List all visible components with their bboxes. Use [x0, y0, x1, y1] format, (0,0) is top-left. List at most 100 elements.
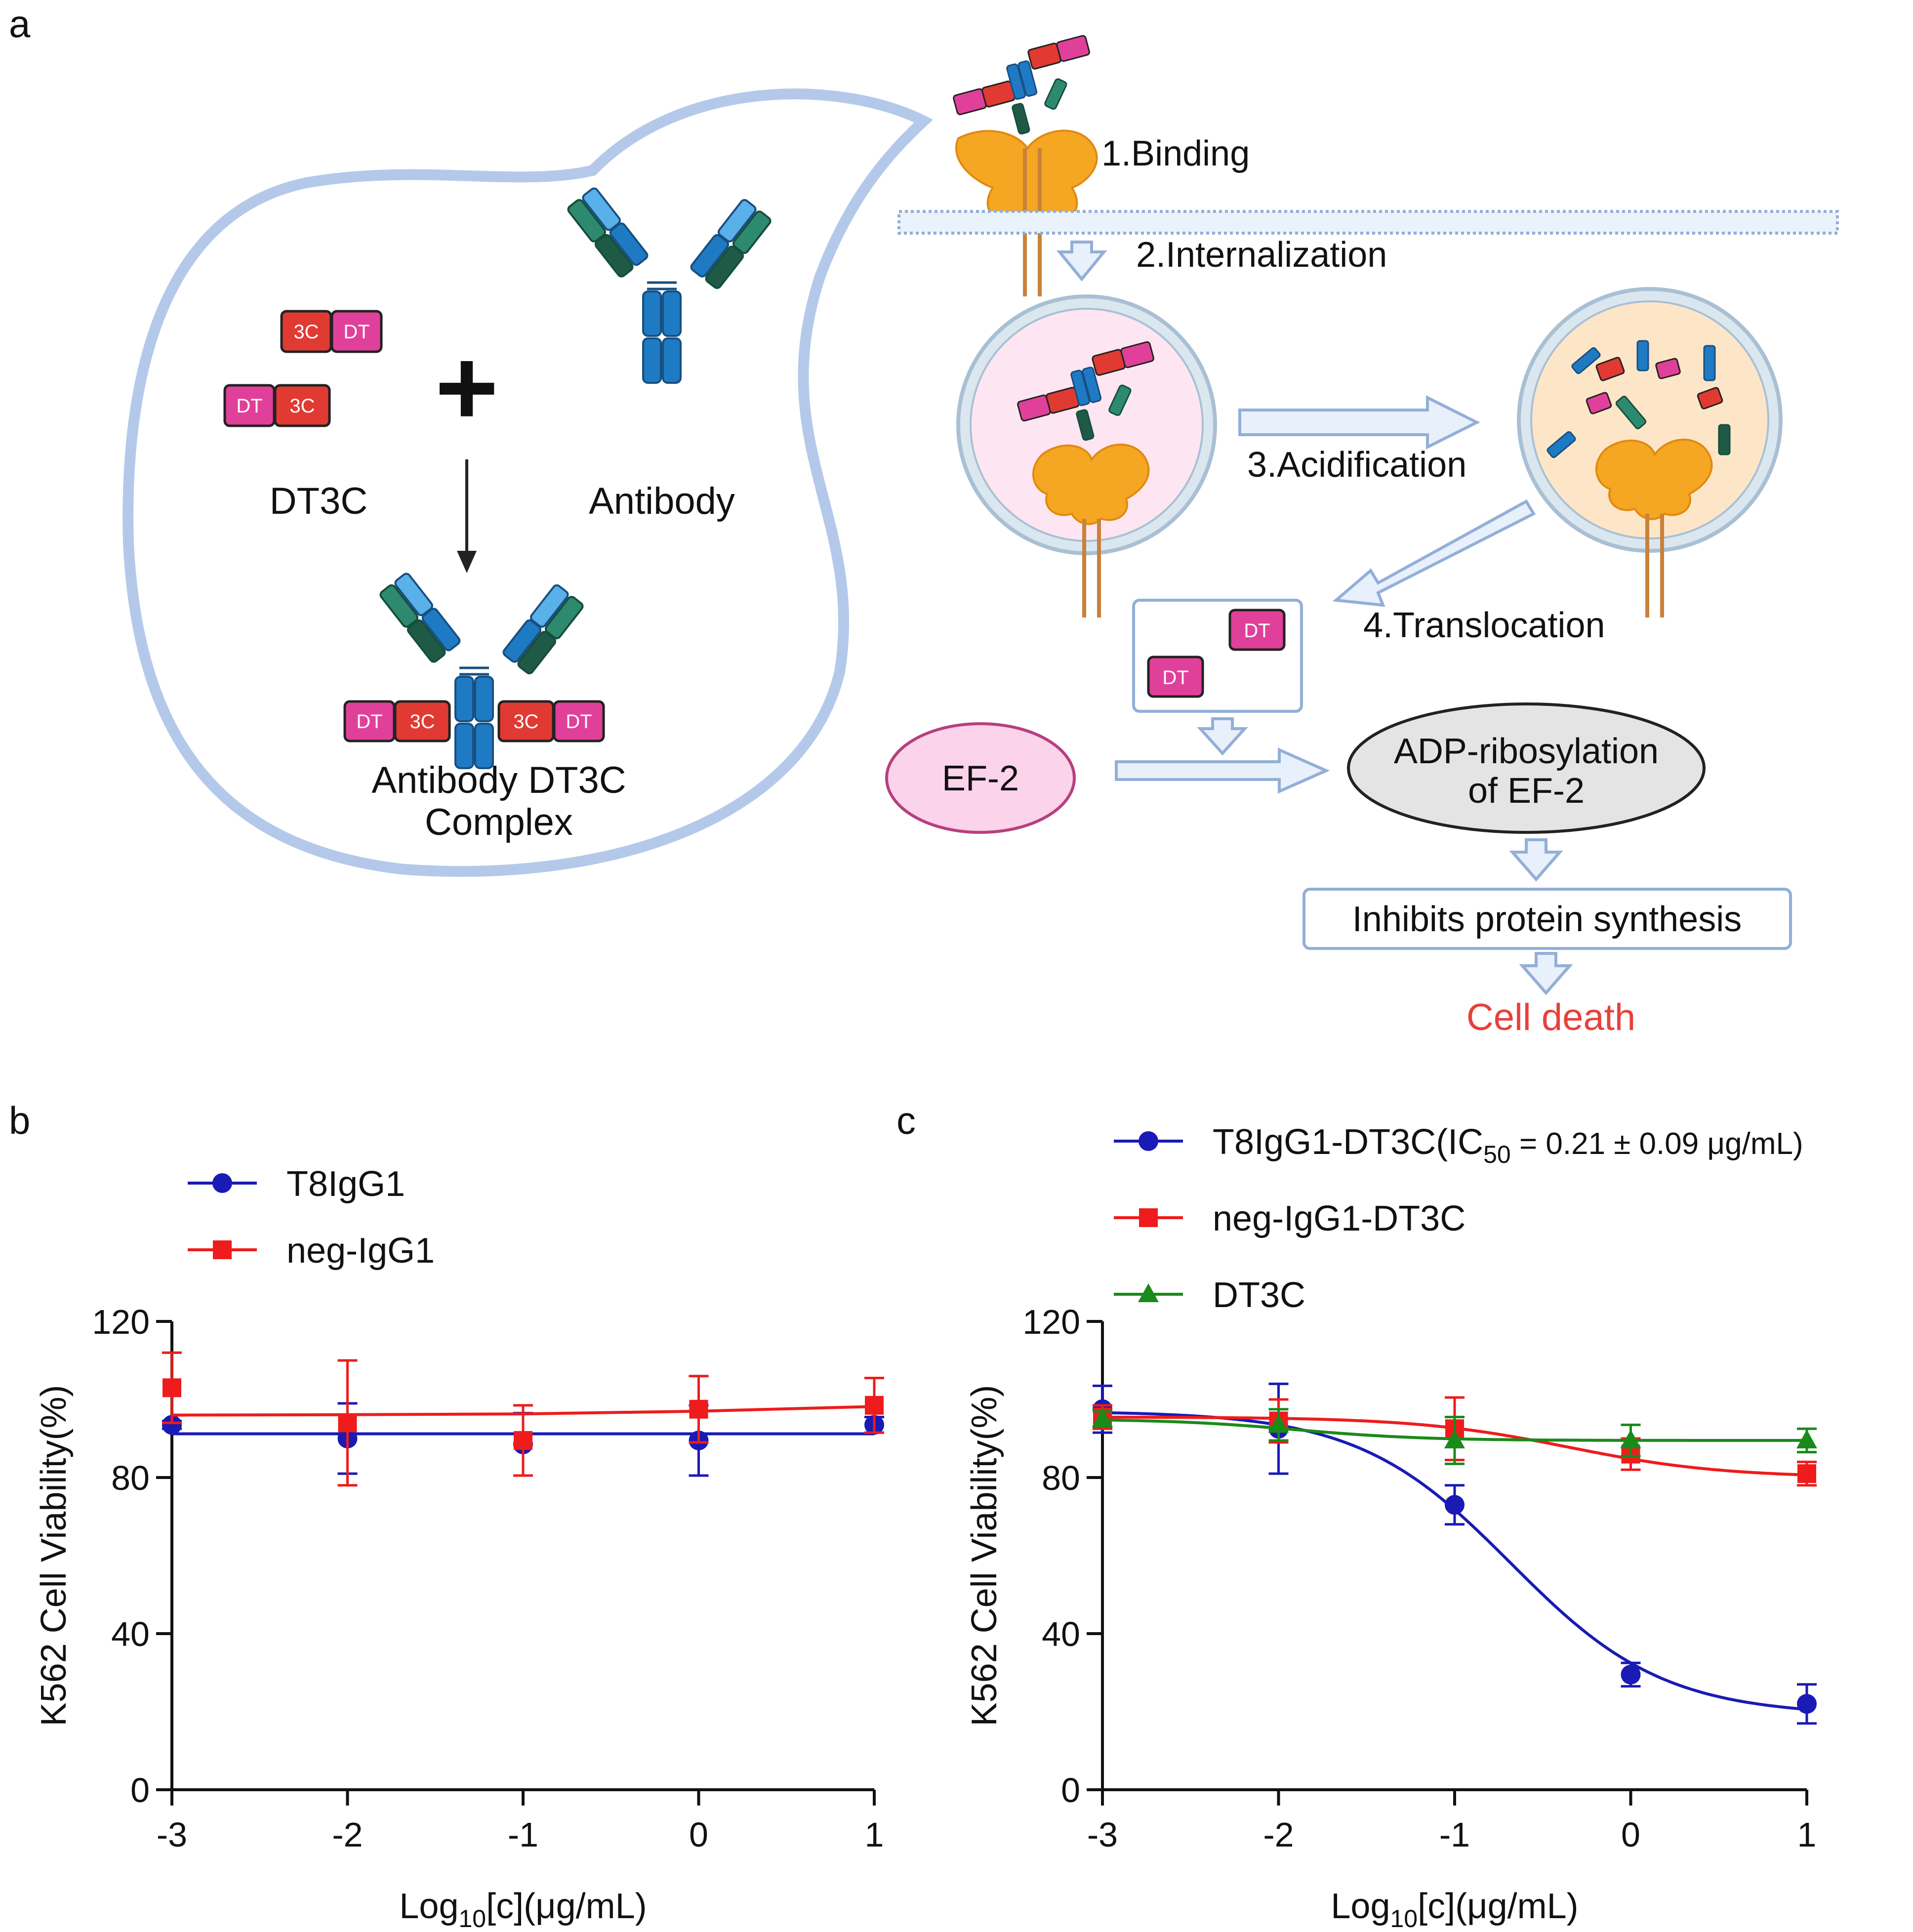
- x-axis-label-prefix: Log: [1331, 1887, 1390, 1926]
- svg-text:3C: 3C: [409, 711, 435, 733]
- antibody-icon: [567, 187, 772, 384]
- adp-ribosylation-node: ADP-ribosylation of EF-2: [1347, 702, 1706, 834]
- y-tick-label: 40: [111, 1615, 150, 1653]
- data-point: [1620, 1429, 1641, 1448]
- ef2-to-adp-arrow: [1115, 747, 1330, 794]
- x-tick-label: -1: [508, 1815, 538, 1854]
- antibody-dt3c-complex-icon: DT 3C 3C DT: [343, 573, 605, 769]
- dt3c-molecule-2: DT 3C: [223, 384, 331, 427]
- complex-label-line2: Complex: [425, 801, 573, 843]
- cell-membrane: [897, 210, 1839, 235]
- complex-label-line1: Antibody DT3C: [371, 759, 626, 801]
- dt-release-box: DT DT: [1132, 599, 1303, 713]
- dt-to-adp-arrow: [1197, 717, 1248, 756]
- svg-text:3C: 3C: [293, 321, 319, 343]
- legend-marker: [1138, 1283, 1159, 1302]
- y-axis-label: K562 Cell Viability(%): [34, 1385, 74, 1726]
- x-axis-label-suffix: [c](μg/mL): [486, 1887, 647, 1926]
- data-point: [1796, 1429, 1817, 1448]
- svg-text:Inhibits protein synthesis: Inhibits protein synthesis: [1352, 900, 1742, 939]
- legend-label-prefix: T8IgG1-DT3C(IC: [1213, 1122, 1483, 1162]
- x-tick-label: -2: [1263, 1815, 1294, 1854]
- data-point: [1445, 1495, 1465, 1515]
- x-tick-label: 0: [689, 1815, 708, 1854]
- inhibits-protein-node: Inhibits protein synthesis: [1302, 888, 1792, 950]
- dt3c-label: DT3C: [270, 480, 367, 522]
- endosome-late: [1517, 287, 1783, 617]
- adp-to-inhibit-arrow: [1509, 838, 1563, 882]
- cell-death-label: Cell death: [1466, 996, 1635, 1038]
- legend-label-sub: 50: [1483, 1141, 1511, 1168]
- svg-text:DT: DT: [566, 711, 592, 733]
- panel-label-c: c: [896, 1099, 916, 1142]
- ef2-node: EF-2: [885, 722, 1076, 834]
- panel-label-a: a: [9, 2, 31, 45]
- y-tick-label: 120: [1022, 1303, 1080, 1341]
- data-point: [162, 1415, 182, 1435]
- series-1: [162, 1351, 884, 1487]
- step2-label: 2.Internalization: [1136, 235, 1387, 275]
- y-tick-label: 0: [1061, 1771, 1080, 1809]
- legend-label: neg-IgG1-DT3C: [1213, 1199, 1465, 1238]
- svg-text:3C: 3C: [289, 395, 315, 417]
- svg-text:of EF-2: of EF-2: [1468, 771, 1585, 811]
- inhibit-to-death-arrow: [1519, 952, 1573, 995]
- x-axis-label-sub: 10: [1390, 1905, 1418, 1932]
- dt3c-molecule-1: 3C DT: [280, 310, 383, 353]
- x-axis-label-sub: 10: [459, 1905, 487, 1932]
- svg-text:DT: DT: [356, 711, 382, 733]
- legend-label: T8IgG1-DT3C(IC50 = 0.21 ± 0.09 μg/mL): [1213, 1122, 1803, 1168]
- y-tick-label: 80: [111, 1459, 150, 1497]
- data-point: [1797, 1464, 1816, 1483]
- legend-label-suffix: = 0.21 ± 0.09 μg/mL): [1511, 1127, 1803, 1161]
- svg-text:DT: DT: [1244, 620, 1270, 642]
- legend-marker: [1139, 1131, 1158, 1151]
- svg-text:DT: DT: [1162, 667, 1188, 689]
- data-point: [514, 1431, 532, 1450]
- svg-text:EF-2: EF-2: [942, 759, 1019, 798]
- x-axis-label-prefix: Log: [399, 1887, 458, 1926]
- svg-text:ADP-ribosylation: ADP-ribosylation: [1394, 732, 1659, 771]
- antibody-label: Antibody: [589, 480, 735, 522]
- acidification-arrow: [1238, 395, 1480, 450]
- svg-text:DT: DT: [236, 395, 262, 417]
- data-point: [1444, 1429, 1465, 1448]
- x-axis-label: Log10[c](μg/mL): [1331, 1887, 1578, 1932]
- panel-label-b: b: [9, 1099, 30, 1142]
- x-tick-label: 0: [1621, 1815, 1640, 1854]
- data-point: [338, 1413, 357, 1433]
- internalization-arrow: [1056, 241, 1107, 282]
- legend-marker: [1139, 1208, 1158, 1227]
- data-point: [1092, 1408, 1113, 1427]
- legend-label: neg-IgG1: [286, 1231, 435, 1271]
- legend-marker: [212, 1173, 232, 1193]
- data-point: [1268, 1414, 1289, 1433]
- x-axis-label: Log10[c](μg/mL): [399, 1887, 647, 1932]
- combine-arrow: [457, 459, 477, 573]
- y-axis-label: K562 Cell Viability(%): [965, 1385, 1004, 1726]
- x-tick-label: 1: [1797, 1815, 1817, 1854]
- step3-label: 3.Acidification: [1247, 445, 1466, 485]
- y-tick-label: 80: [1042, 1459, 1080, 1497]
- endosome-early: [956, 294, 1217, 617]
- y-tick-label: 0: [130, 1771, 150, 1809]
- legend-label: T8IgG1: [286, 1164, 405, 1204]
- data-point: [1621, 1664, 1641, 1685]
- x-tick-label: 1: [865, 1815, 884, 1854]
- legend-label: DT3C: [1213, 1275, 1305, 1315]
- data-point: [163, 1378, 181, 1398]
- step4-label: 4.Translocation: [1363, 606, 1605, 645]
- step1-label: 1.Binding: [1101, 134, 1250, 173]
- svg-text:3C: 3C: [513, 711, 538, 733]
- x-tick-label: -3: [157, 1815, 187, 1854]
- x-axis-label-suffix: [c](μg/mL): [1418, 1887, 1579, 1926]
- plus-sign: +: [435, 327, 498, 448]
- x-tick-label: -3: [1087, 1815, 1118, 1854]
- svg-text:DT: DT: [343, 321, 369, 343]
- translocation-arrow: [1332, 499, 1536, 607]
- y-tick-label: 40: [1042, 1615, 1080, 1653]
- speech-bubble: [122, 88, 934, 877]
